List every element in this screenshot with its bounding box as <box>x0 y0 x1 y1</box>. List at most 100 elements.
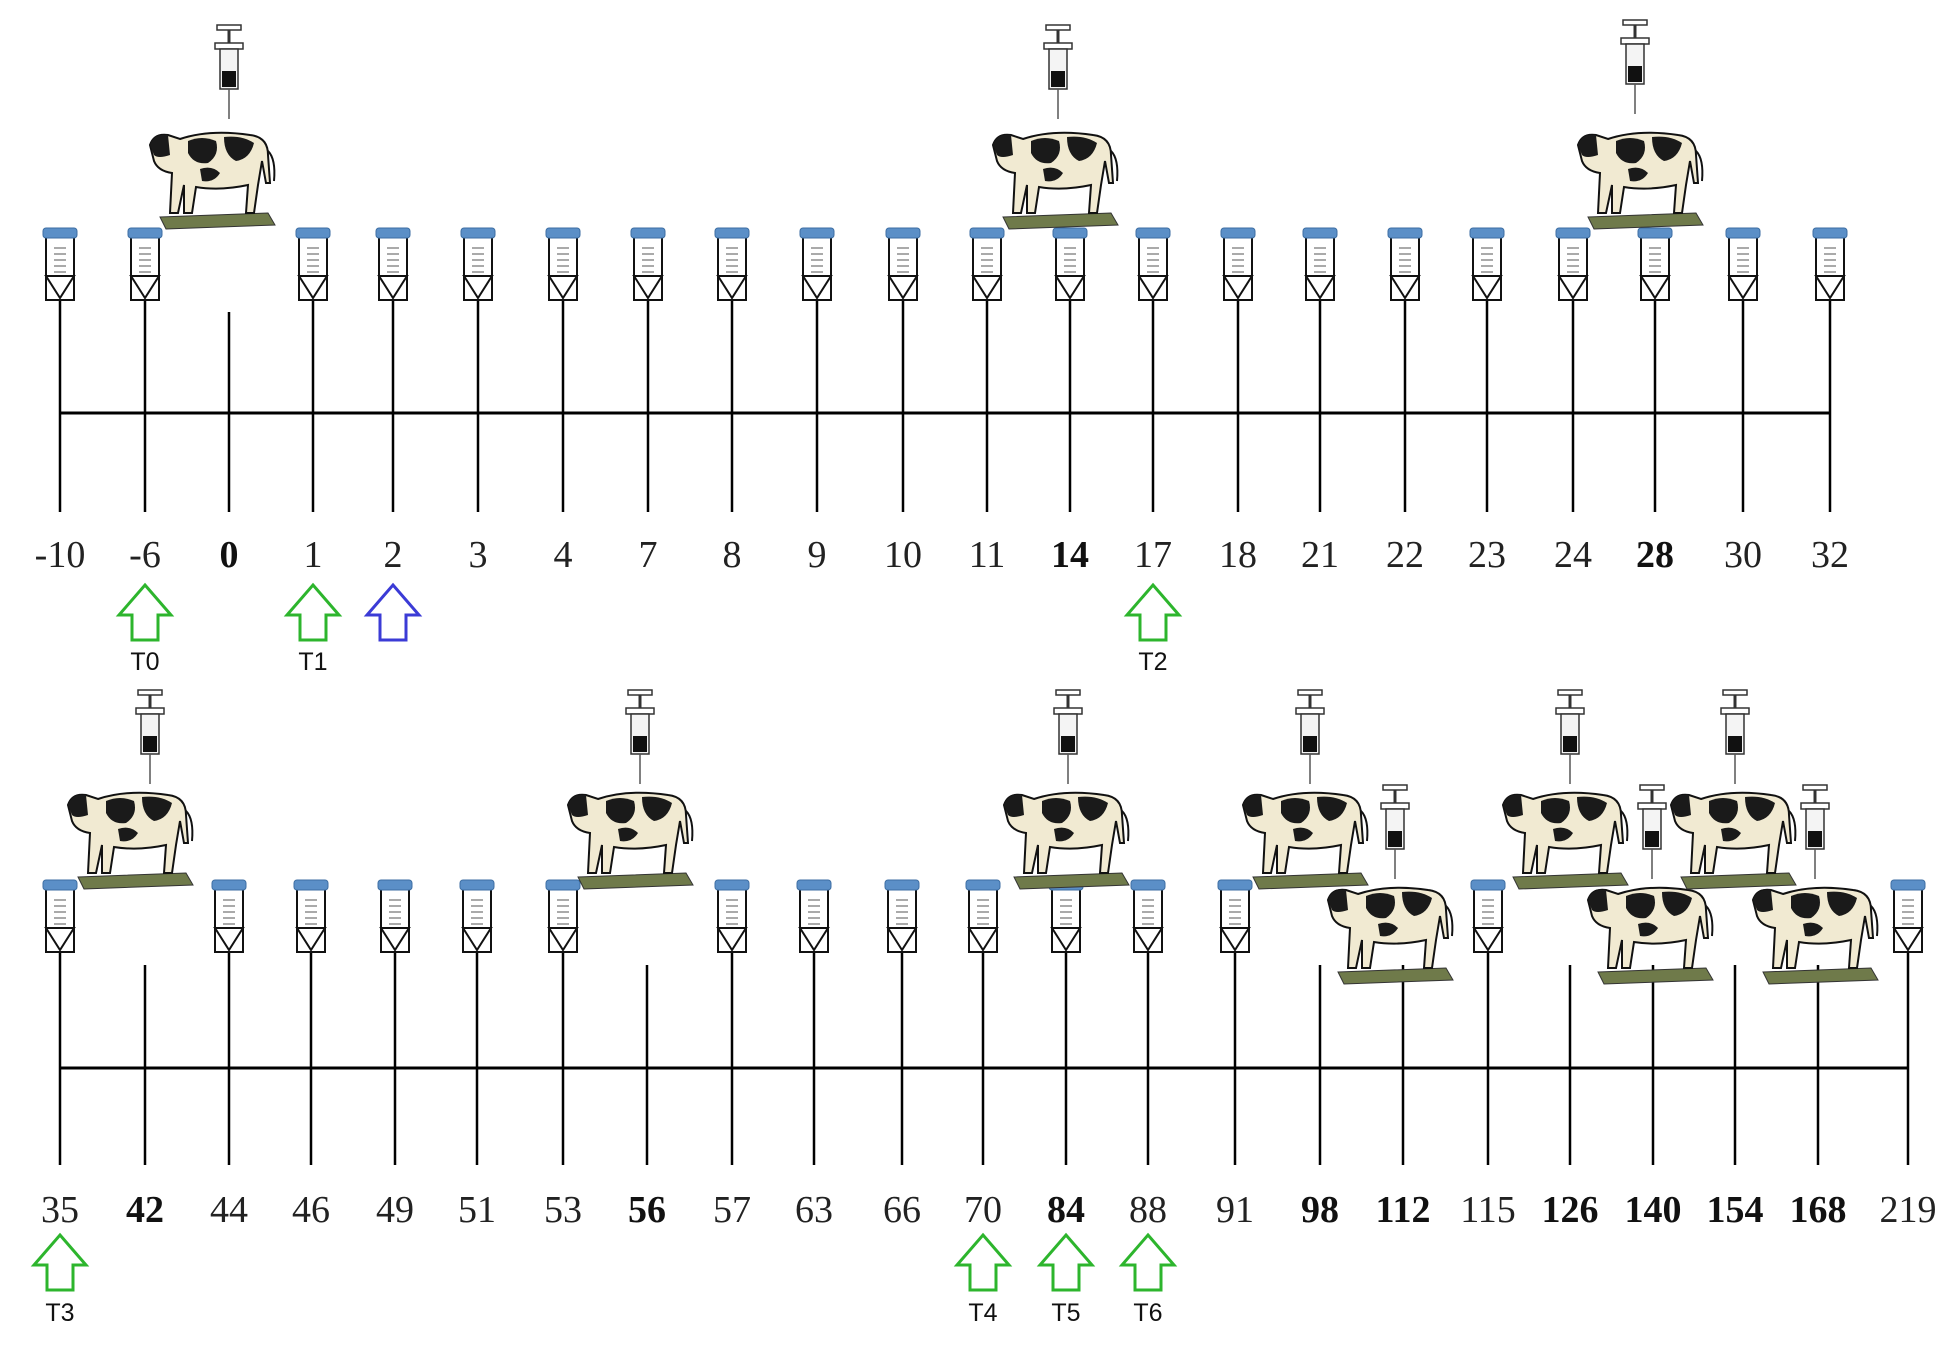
sample-tube-icon <box>1217 879 1253 953</box>
sample-tube-icon <box>127 227 163 301</box>
sample-tube-icon <box>965 879 1001 953</box>
day-label: 88 <box>1129 1189 1167 1231</box>
sample-tube-icon <box>1725 227 1761 301</box>
sample-tube-icon <box>969 227 1005 301</box>
up-arrow-icon <box>1123 582 1183 642</box>
syringe-icon <box>1555 689 1585 784</box>
sample-tube-icon <box>714 879 750 953</box>
day-label: 0 <box>220 534 239 576</box>
sample-tube-icon <box>885 227 921 301</box>
sample-tube-icon <box>295 227 331 301</box>
day-label: -6 <box>129 534 161 576</box>
cow-icon <box>991 131 1119 230</box>
day-label: 154 <box>1707 1189 1764 1231</box>
sample-tube-icon <box>211 879 247 953</box>
sample-tube-icon <box>375 227 411 301</box>
day-label: 7 <box>639 534 658 576</box>
sample-tube-icon <box>1048 879 1084 953</box>
syringe-icon <box>1043 24 1073 119</box>
cow-icon <box>1751 886 1879 985</box>
timepoint-label: T4 <box>968 1299 997 1327</box>
sample-tube-icon <box>1555 227 1591 301</box>
day-label: 35 <box>41 1189 79 1231</box>
syringe-icon <box>1637 784 1667 879</box>
day-label: 8 <box>723 534 742 576</box>
day-label: 44 <box>210 1189 248 1231</box>
syringe-icon <box>625 689 655 784</box>
timepoint-label: T6 <box>1133 1299 1162 1327</box>
day-label: 112 <box>1376 1189 1431 1231</box>
sample-tube-icon <box>1890 879 1926 953</box>
day-label: 10 <box>884 534 922 576</box>
day-label: 98 <box>1301 1189 1339 1231</box>
sample-tube-icon <box>545 227 581 301</box>
sample-tube-icon <box>1130 879 1166 953</box>
cow-icon <box>1576 131 1704 230</box>
day-label: 51 <box>458 1189 496 1231</box>
day-label: 115 <box>1460 1189 1516 1231</box>
timepoint-label: T0 <box>130 648 159 676</box>
sample-tube-icon <box>1220 227 1256 301</box>
sample-tube-icon <box>1812 227 1848 301</box>
sample-tube-icon <box>1135 227 1171 301</box>
day-label: 140 <box>1625 1189 1682 1231</box>
cow-icon <box>1586 886 1714 985</box>
day-label: 56 <box>628 1189 666 1231</box>
syringe-icon <box>1053 689 1083 784</box>
day-label: 22 <box>1386 534 1424 576</box>
sample-tube-icon <box>1052 227 1088 301</box>
up-arrow-icon <box>115 582 175 642</box>
syringe-icon <box>135 689 165 784</box>
sample-tube-icon <box>42 227 78 301</box>
day-label: 70 <box>964 1189 1002 1231</box>
sample-tube-icon <box>293 879 329 953</box>
day-label: 17 <box>1134 534 1172 576</box>
day-label: 9 <box>808 534 827 576</box>
cow-icon <box>148 131 276 230</box>
day-label: 11 <box>969 534 1006 576</box>
timepoint-label: T3 <box>45 1299 74 1327</box>
timepoint-label: T1 <box>298 648 327 676</box>
sample-tube-icon <box>796 879 832 953</box>
timepoint-label: T5 <box>1051 1299 1080 1327</box>
sample-tube-icon <box>1387 227 1423 301</box>
day-label: 91 <box>1216 1189 1254 1231</box>
sample-tube-icon <box>714 227 750 301</box>
cow-icon <box>1326 886 1454 985</box>
syringe-icon <box>1380 784 1410 879</box>
up-arrow-icon <box>1118 1232 1178 1292</box>
day-label: 2 <box>384 534 403 576</box>
up-arrow-icon <box>283 582 343 642</box>
sample-tube-icon <box>459 879 495 953</box>
sample-tube-icon <box>1470 879 1506 953</box>
day-label: 219 <box>1880 1189 1937 1231</box>
day-label: 3 <box>469 534 488 576</box>
day-label: 57 <box>713 1189 751 1231</box>
syringe-icon <box>1295 689 1325 784</box>
cow-icon <box>1501 791 1629 890</box>
day-label: 84 <box>1047 1189 1085 1231</box>
day-label: 126 <box>1542 1189 1599 1231</box>
day-label: 18 <box>1219 534 1257 576</box>
day-label: 42 <box>126 1189 164 1231</box>
timepoint-label: T2 <box>1138 648 1167 676</box>
sample-tube-icon <box>1469 227 1505 301</box>
day-label: 30 <box>1724 534 1762 576</box>
syringe-icon <box>214 24 244 119</box>
day-label: 1 <box>304 534 323 576</box>
cow-icon <box>566 791 694 890</box>
sample-tube-icon <box>1637 227 1673 301</box>
sample-tube-icon <box>545 879 581 953</box>
syringe-icon <box>1620 19 1650 114</box>
day-label: 32 <box>1811 534 1849 576</box>
day-label: 21 <box>1301 534 1339 576</box>
cow-icon <box>1669 791 1797 890</box>
day-label: 28 <box>1636 534 1674 576</box>
day-label: 66 <box>883 1189 921 1231</box>
cow-icon <box>66 791 194 890</box>
cow-icon <box>1002 791 1130 890</box>
day-label: 4 <box>554 534 573 576</box>
up-arrow-icon <box>1036 1232 1096 1292</box>
